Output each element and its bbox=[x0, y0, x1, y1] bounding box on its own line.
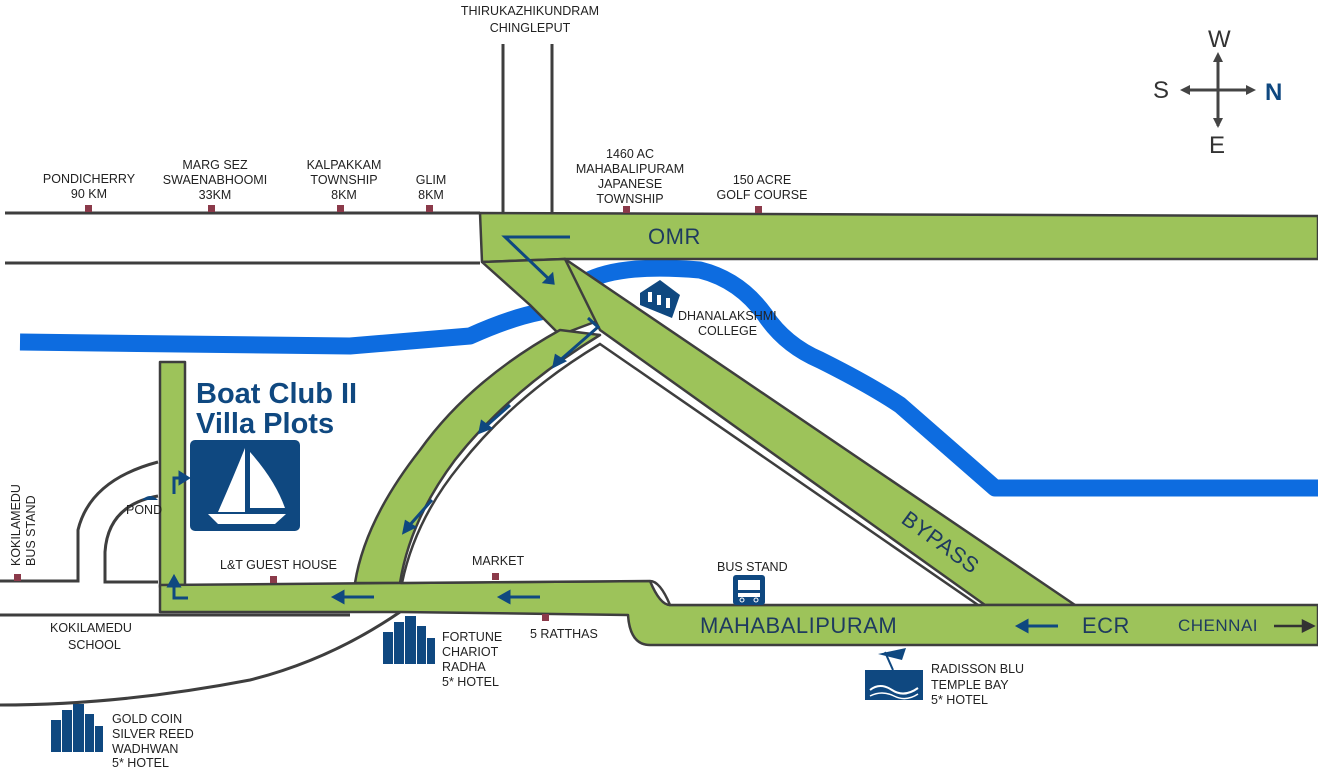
beach-hotel-icon bbox=[865, 648, 923, 700]
direction-arrow-icon bbox=[172, 470, 191, 494]
minor-roads bbox=[0, 44, 554, 707]
svg-text:COLLEGE: COLLEGE bbox=[698, 324, 757, 338]
location-marker-icon bbox=[85, 205, 92, 212]
location-marker-icon bbox=[623, 206, 630, 213]
svg-text:SWAENABHOOMI: SWAENABHOOMI bbox=[163, 173, 267, 187]
label-kokilamedu-bus-stand: KOKILAMEDU bbox=[9, 484, 23, 566]
label-kalpakkam: KALPAKKAM bbox=[307, 158, 382, 172]
svg-text:SILVER REED: SILVER REED bbox=[112, 727, 194, 741]
svg-text:JAPANESE: JAPANESE bbox=[598, 177, 662, 191]
label-fortune-chariot: FORTUNE bbox=[442, 630, 502, 644]
project-title-line2: Villa Plots bbox=[196, 408, 334, 440]
label-5-ratthas: 5 RATTHAS bbox=[530, 627, 598, 641]
location-marker-icon bbox=[492, 573, 499, 580]
road-label-mahabalipuram: MAHABALIPURAM bbox=[700, 613, 897, 638]
svg-text:TOWNSHIP: TOWNSHIP bbox=[310, 173, 377, 187]
label-dhanalakshmi-college: DHANALAKSHMI bbox=[678, 309, 777, 323]
main-roads bbox=[158, 211, 1318, 647]
compass-south: S bbox=[1153, 77, 1169, 104]
label-lt-guest-house: L&T GUEST HOUSE bbox=[220, 558, 337, 572]
label-gold-coin: GOLD COIN bbox=[112, 712, 182, 726]
svg-text:CHARIOT: CHARIOT bbox=[442, 645, 499, 659]
top-labels: THIRUKAZHIKUNDRAM CHINGLEPUT PONDICHERRY… bbox=[43, 4, 808, 206]
location-marker-icon bbox=[426, 205, 433, 212]
label-radisson-blu: RADISSON BLU bbox=[931, 662, 1024, 676]
hotel-building-icon bbox=[383, 616, 435, 664]
inner-triangle bbox=[400, 342, 983, 607]
svg-text:GOLF COURSE: GOLF COURSE bbox=[717, 188, 808, 202]
label-bus-stand: BUS STAND bbox=[717, 560, 788, 574]
label-golf-course: 150 ACRE bbox=[733, 173, 791, 187]
direction-arrows bbox=[166, 235, 1058, 634]
compass-rose: W S N E bbox=[1153, 26, 1282, 159]
svg-text:5* HOTEL: 5* HOTEL bbox=[442, 675, 499, 689]
svg-text:33KM: 33KM bbox=[199, 188, 232, 202]
label-thirukazhikundram: THIRUKAZHIKUNDRAM bbox=[461, 4, 599, 18]
svg-text:WADHWAN: WADHWAN bbox=[112, 742, 178, 756]
direction-arrow-icon bbox=[166, 573, 188, 600]
location-marker-icon bbox=[542, 614, 549, 621]
svg-text:MAHABALIPURAM: MAHABALIPURAM bbox=[576, 162, 684, 176]
svg-text:BUS STAND: BUS STAND bbox=[24, 495, 38, 566]
label-kokilamedu-school: KOKILAMEDU bbox=[50, 621, 132, 635]
svg-text:5* HOTEL: 5* HOTEL bbox=[931, 693, 988, 707]
location-marker-icon bbox=[337, 205, 344, 212]
direction-arrow-icon bbox=[501, 235, 570, 285]
label-pond: POND bbox=[126, 503, 162, 517]
pond-icon bbox=[142, 496, 158, 500]
project-title-line1: Boat Club II bbox=[196, 378, 357, 410]
direction-arrow-icon bbox=[496, 589, 540, 605]
road-label-ecr: ECR bbox=[1082, 613, 1130, 638]
svg-text:TEMPLE BAY: TEMPLE BAY bbox=[931, 678, 1009, 692]
label-japanese-township: 1460 AC bbox=[606, 147, 654, 161]
svg-text:SCHOOL: SCHOOL bbox=[68, 638, 121, 652]
chennai-arrow bbox=[1274, 618, 1316, 634]
location-markers bbox=[14, 205, 762, 621]
hotel-building-icon bbox=[51, 704, 103, 752]
road-label-chennai: CHENNAI bbox=[1178, 616, 1258, 635]
location-marker-icon bbox=[208, 205, 215, 212]
label-chingleput: CHINGLEPUT bbox=[490, 21, 571, 35]
direction-arrow-icon bbox=[330, 589, 374, 605]
svg-text:5* HOTEL: 5* HOTEL bbox=[112, 756, 169, 768]
label-glim: GLIM bbox=[416, 173, 447, 187]
compass-west: W bbox=[1208, 26, 1231, 53]
college-icon bbox=[640, 280, 680, 318]
compass-north: N bbox=[1265, 79, 1282, 106]
direction-arrow-icon bbox=[401, 499, 434, 535]
direction-arrow-icon bbox=[477, 403, 511, 435]
direction-arrow-icon bbox=[1014, 618, 1058, 634]
bus-icon bbox=[733, 575, 765, 605]
location-marker-icon bbox=[270, 576, 277, 583]
svg-text:90 KM: 90 KM bbox=[71, 187, 107, 201]
svg-text:TOWNSHIP: TOWNSHIP bbox=[596, 192, 663, 206]
road-label-omr: OMR bbox=[648, 224, 701, 249]
compass-east: E bbox=[1209, 132, 1225, 159]
label-pondicherry: PONDICHERRY bbox=[43, 172, 136, 186]
label-marg-sez: MARG SEZ bbox=[182, 158, 248, 172]
place-labels: DHANALAKSHMI COLLEGE POND KOKILAMEDU BUS… bbox=[9, 309, 1024, 768]
sailboat-icon bbox=[190, 440, 300, 531]
svg-text:RADHA: RADHA bbox=[442, 660, 486, 674]
location-marker-icon bbox=[14, 574, 21, 581]
svg-text:8KM: 8KM bbox=[418, 188, 444, 202]
direction-arrow-icon bbox=[551, 316, 601, 369]
label-market: MARKET bbox=[472, 554, 524, 568]
svg-text:8KM: 8KM bbox=[331, 188, 357, 202]
location-marker-icon bbox=[755, 206, 762, 213]
